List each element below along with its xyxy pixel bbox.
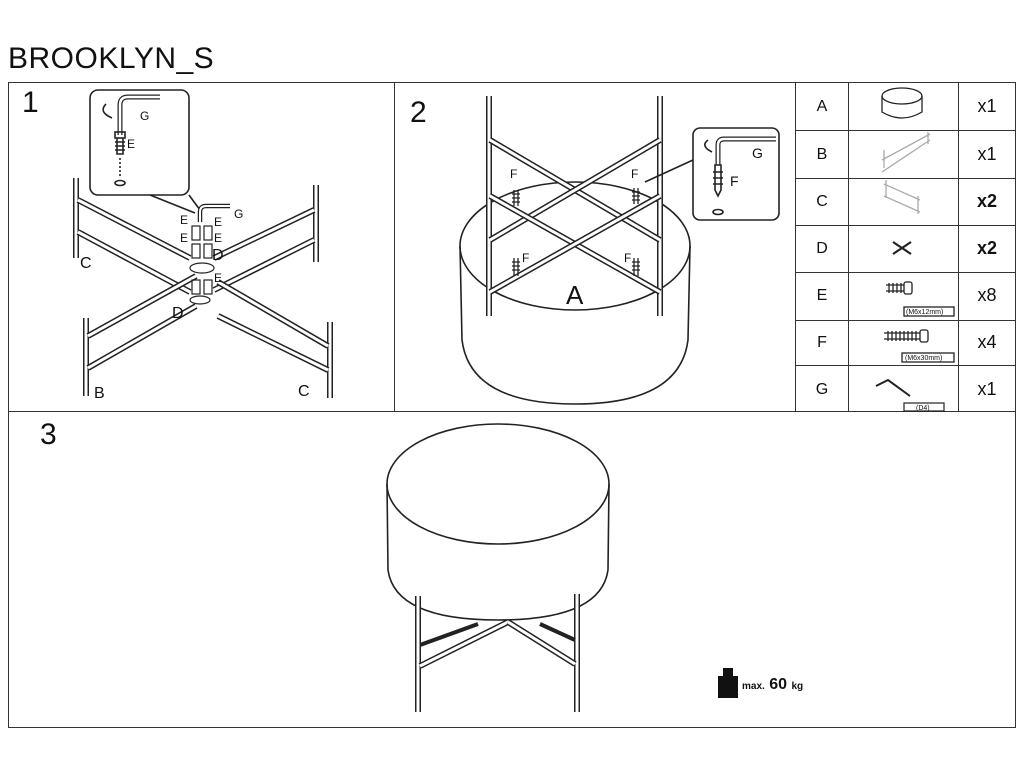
leg-frame-c-icon bbox=[883, 180, 921, 214]
label-g-zoom: G bbox=[752, 145, 763, 161]
label-d: D bbox=[212, 247, 224, 264]
max-load-unit: kg bbox=[791, 681, 804, 692]
instruction-sheet bbox=[8, 82, 1016, 728]
part-letter: A bbox=[816, 98, 828, 115]
parts-grid-col1 bbox=[848, 82, 849, 412]
long-bolt-icon bbox=[884, 329, 955, 363]
label-e: E bbox=[180, 231, 188, 245]
frame-c-left bbox=[73, 178, 192, 295]
max-load-prefix: max. bbox=[742, 681, 765, 692]
label-e: E bbox=[214, 231, 222, 245]
part-qty: x8 bbox=[977, 285, 997, 305]
label-c-left: C bbox=[80, 255, 92, 272]
product-title: BROOKLYN_S bbox=[8, 42, 215, 75]
bolt-head-icon bbox=[114, 131, 126, 139]
leg-frame-mounted bbox=[486, 96, 663, 316]
step3-finished-pouf-illustration bbox=[386, 423, 610, 712]
part-spec: (D4) bbox=[916, 405, 930, 412]
rotate-arrow-icon bbox=[102, 103, 113, 119]
step2-leg-attachment-illustration: F F F F G F A bbox=[459, 96, 780, 405]
label-d: D bbox=[172, 305, 184, 322]
pouf-body-upside-down bbox=[459, 181, 691, 405]
leg-frame-b-icon bbox=[881, 132, 931, 173]
label-a: A bbox=[566, 280, 584, 310]
weight-icon bbox=[718, 668, 738, 698]
parts-grid-row bbox=[795, 178, 1016, 179]
rotate-arrow-icon bbox=[704, 139, 713, 153]
parts-grid-row bbox=[795, 130, 1016, 131]
label-f: F bbox=[631, 167, 638, 181]
label-f: F bbox=[522, 251, 529, 265]
part-letter: C bbox=[816, 193, 828, 210]
part-qty: x4 bbox=[977, 332, 997, 352]
allen-key-icon bbox=[875, 378, 945, 412]
divider-step1-step2 bbox=[394, 82, 395, 412]
parts-icons: (M6x12mm) (M6x30mm) (D4) bbox=[875, 87, 955, 412]
label-f: F bbox=[624, 251, 631, 265]
label-e-zoom: E bbox=[127, 137, 135, 151]
parts-grid-row bbox=[795, 320, 1016, 321]
frame-c-front-right bbox=[216, 279, 333, 398]
step-number-1: 1 bbox=[22, 86, 39, 119]
part-letter: E bbox=[816, 287, 828, 304]
step-number-2: 2 bbox=[410, 96, 427, 129]
step-number-3: 3 bbox=[40, 418, 57, 451]
cross-connector-icon bbox=[892, 241, 912, 255]
part-letter: G bbox=[815, 381, 829, 398]
frame-c-right bbox=[212, 185, 319, 293]
part-letter: D bbox=[816, 240, 828, 257]
label-g-zoom: G bbox=[140, 109, 149, 123]
label-c-right: C bbox=[298, 383, 310, 400]
parts-grid-row bbox=[795, 365, 1016, 366]
label-e: E bbox=[180, 213, 188, 227]
divider-step2-parts bbox=[795, 82, 796, 412]
label-g: G bbox=[234, 207, 243, 221]
pouf-top bbox=[386, 423, 610, 545]
parts-grid-row bbox=[795, 272, 1016, 273]
part-letter: F bbox=[817, 334, 827, 351]
max-load-label: max. 60 kg bbox=[742, 676, 803, 694]
short-bolt-icon bbox=[886, 281, 955, 317]
label-b: B bbox=[94, 385, 105, 402]
step1-frame-assembly-illustration: G E G E E E E E C D D B C bbox=[73, 89, 333, 402]
screws-f bbox=[512, 188, 640, 276]
zoom-callout-box bbox=[89, 89, 190, 196]
frame-b-front-left bbox=[83, 273, 198, 396]
divider-top-bottom bbox=[8, 411, 1016, 412]
bolt-thread-icon bbox=[115, 138, 125, 155]
label-f-zoom: F bbox=[730, 173, 739, 189]
part-spec: (M6x12mm) bbox=[906, 309, 943, 316]
part-letter: B bbox=[816, 146, 828, 163]
allen-key-icon bbox=[715, 136, 776, 165]
bolt-stack-e bbox=[189, 225, 215, 305]
label-f: F bbox=[510, 167, 517, 181]
part-qty: x1 bbox=[977, 144, 997, 164]
pouf-side bbox=[386, 483, 610, 621]
max-load-value: 60 bbox=[769, 676, 788, 693]
parts-grid-row bbox=[795, 225, 1016, 226]
pouf-legs bbox=[415, 594, 580, 712]
part-qty: x1 bbox=[977, 379, 997, 399]
parts-grid-col2 bbox=[958, 82, 959, 412]
label-e: E bbox=[214, 215, 222, 229]
label-e: E bbox=[214, 271, 222, 285]
long-screw-icon bbox=[713, 164, 723, 198]
part-qty: x1 bbox=[977, 96, 997, 116]
pouf-seat-icon bbox=[881, 87, 923, 119]
part-qty: x2 bbox=[976, 238, 998, 258]
zoom-callout-box bbox=[692, 127, 780, 221]
part-spec: (M6x30mm) bbox=[905, 355, 942, 362]
cross-connector-d bbox=[189, 262, 215, 274]
part-qty: x2 bbox=[976, 191, 998, 211]
